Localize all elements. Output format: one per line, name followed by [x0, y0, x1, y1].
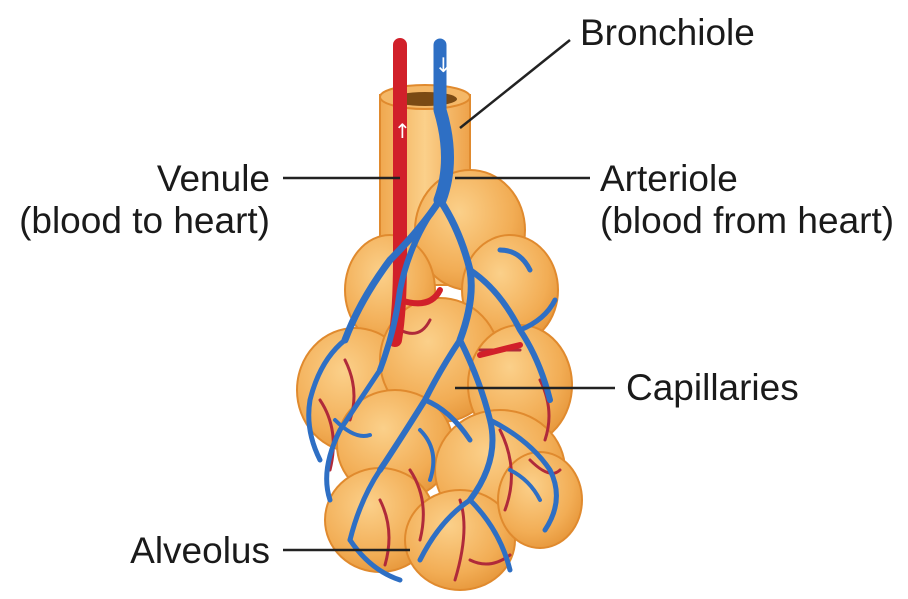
- venule-text: Venule: [0, 158, 270, 200]
- bronchiole-text: Bronchiole: [580, 12, 755, 53]
- capillaries-label: Capillaries: [626, 367, 799, 409]
- bronchiole-label: Bronchiole: [580, 12, 755, 54]
- alveolus-label: Alveolus: [0, 530, 270, 572]
- up-arrow-icon: ↑: [394, 119, 411, 143]
- down-arrow-icon: ↓: [435, 53, 452, 77]
- arteriole-text: Arteriole: [600, 158, 894, 200]
- arteriole-subtext: (blood from heart): [600, 200, 894, 242]
- alveolus-text: Alveolus: [130, 530, 270, 571]
- venule-subtext: (blood to heart): [0, 200, 270, 242]
- bronchiole-leader: [460, 40, 570, 128]
- capillaries-text: Capillaries: [626, 367, 799, 408]
- arteriole-label: Arteriole (blood from heart): [600, 158, 894, 242]
- venule-label: Venule (blood to heart): [0, 158, 270, 242]
